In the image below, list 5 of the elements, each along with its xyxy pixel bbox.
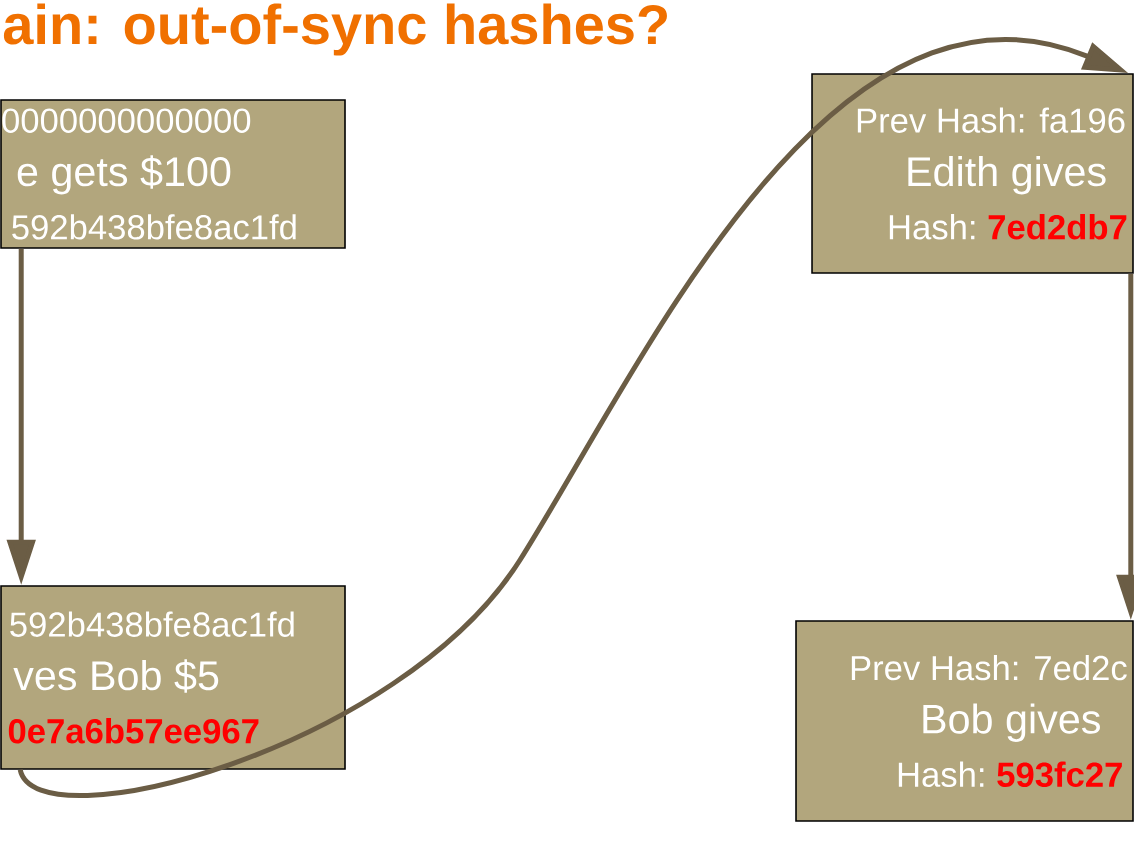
block-box: Prev Hash: fa196 Edith gives Hash: 7ed2db7 — [811, 73, 1134, 274]
slide-title: ain: out-of-sync hashes? — [3, 3, 667, 56]
block-box: 0000000000000 e gets $100 592b438bfe8ac1fd — [0, 99, 346, 249]
block-box: Prev Hash: 7ed2c Bob gives Hash: 593fc27 — [795, 620, 1134, 822]
block-box: 592b438bfe8ac1fd ves Bob $5 0e7a6b57ee967 — [0, 585, 346, 770]
